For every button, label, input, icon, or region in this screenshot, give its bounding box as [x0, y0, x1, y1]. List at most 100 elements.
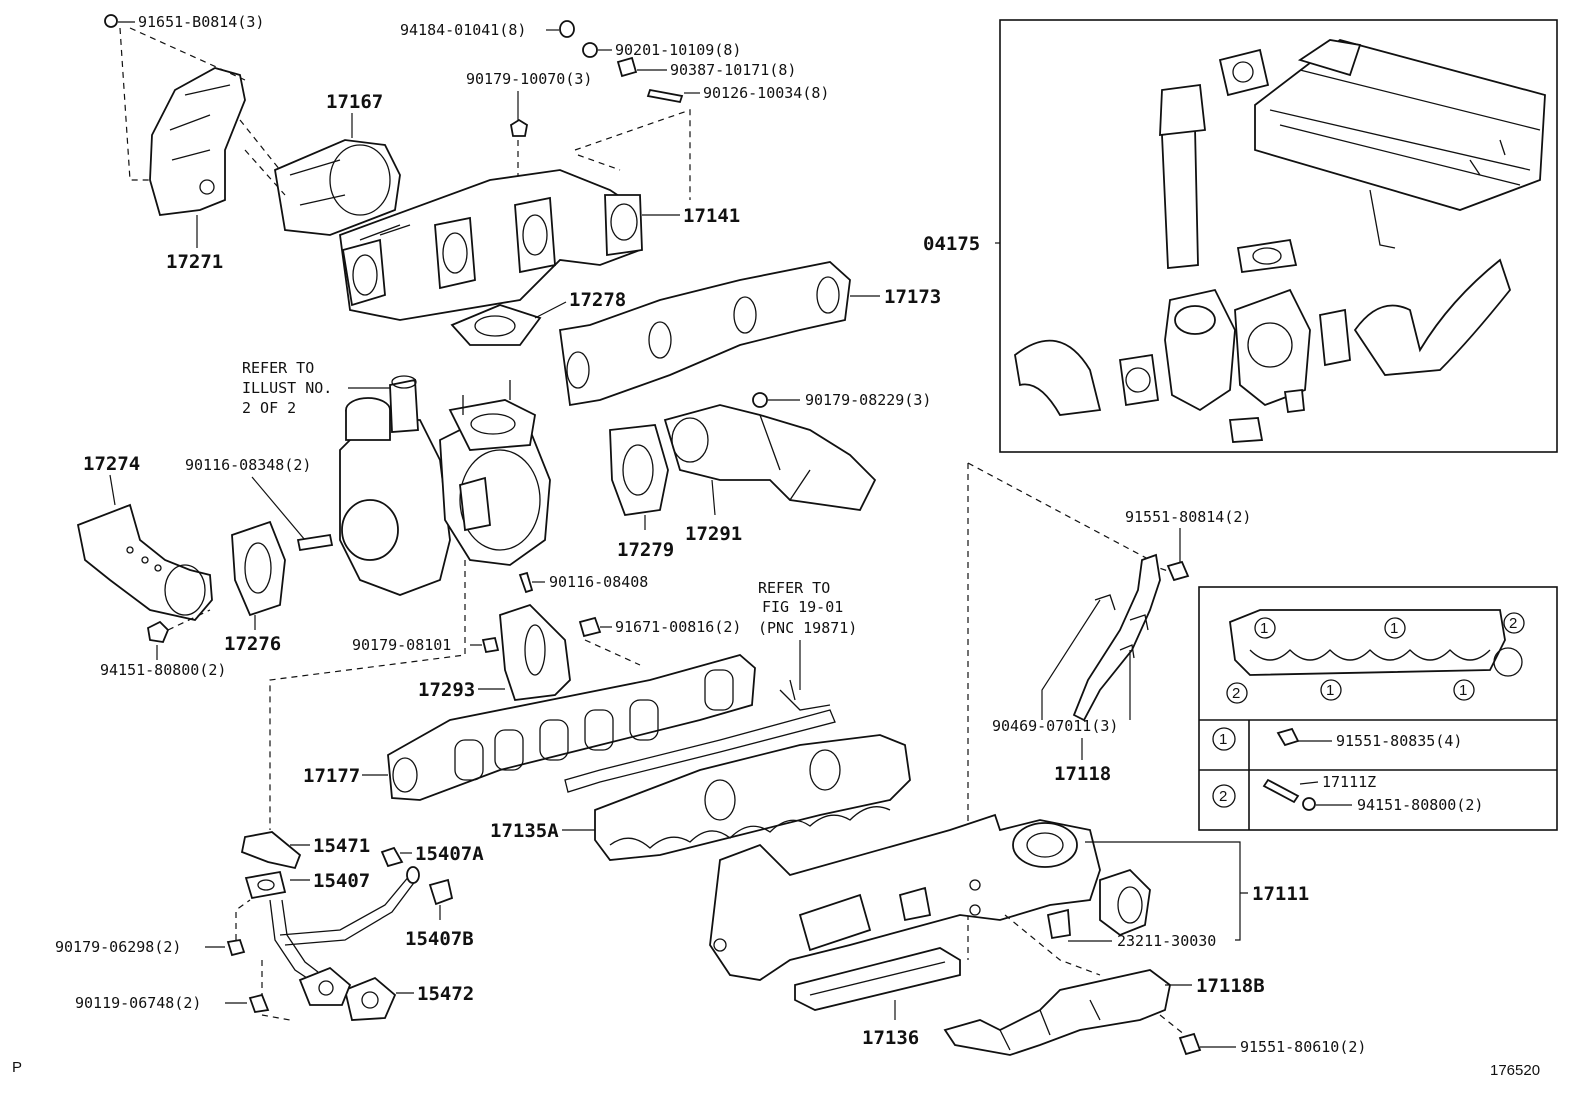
label-15471: 15471 [313, 835, 370, 857]
pipe-15407 [244, 866, 420, 981]
label-15407B: 15407B [405, 928, 474, 950]
label-17276: 17276 [224, 633, 281, 655]
legend-row2-key: 2 [1219, 788, 1227, 805]
label-90116-08348: 90116-08348(2) [185, 456, 311, 474]
label-90179-08229: 90179-08229(3) [805, 391, 931, 409]
label-90179-06298: 90179-06298(2) [55, 938, 181, 956]
label-17173: 17173 [884, 286, 941, 308]
nut-90179-10070-icon [510, 118, 528, 137]
label-17293: 17293 [418, 679, 475, 701]
note-refer-illust-line3: 2 OF 2 [242, 399, 296, 417]
assembly-inset-box [999, 19, 1558, 453]
gasket-15472 [343, 976, 397, 1021]
nut-90179-06298-icon [226, 938, 246, 957]
label-17271: 17271 [166, 251, 223, 273]
exhaust-manifold-17141 [339, 169, 643, 321]
legend-row2-part-b: 94151-80800(2) [1357, 796, 1483, 814]
label-15407: 15407 [313, 870, 370, 892]
bolt-91651-icon [104, 14, 118, 28]
plug-15407B-icon [428, 878, 454, 906]
nut-90179-08101-icon [481, 636, 500, 654]
nut-94151-icon [147, 620, 170, 643]
nut-90387-icon [616, 56, 638, 78]
gasket-17278 [450, 304, 542, 346]
sensor-23211-icon [1046, 908, 1071, 940]
label-17279: 17279 [617, 539, 674, 561]
legend-row2-part-a: 17111Z [1322, 773, 1376, 791]
note-refer-fig-line1: REFER TO [758, 579, 830, 597]
legend-callout-1d: 1 [1459, 682, 1467, 699]
note-refer-fig-line2: FIG 19-01 [762, 598, 843, 616]
label-17136: 17136 [862, 1027, 919, 1049]
gasket-17279 [609, 424, 669, 516]
nut-94184-icon [559, 20, 575, 38]
heat-insulator-17167 [273, 139, 401, 236]
legend-callout-1b: 1 [1390, 620, 1398, 637]
plate-15471 [240, 831, 302, 870]
label-91551-80814: 91551-80814(2) [1125, 508, 1251, 526]
label-90469-07011: 90469-07011(3) [992, 717, 1118, 735]
label-23211-30030: 23211-30030 [1117, 932, 1216, 950]
bolt-91551-80814-icon [1166, 560, 1190, 582]
label-90126-10034: 90126-10034(8) [703, 84, 829, 102]
label-15472: 15472 [417, 983, 474, 1005]
note-refer-illust-line2: ILLUST NO. [242, 379, 332, 397]
nut-90179-08229-icon [752, 392, 768, 408]
heat-insulator-17271 [149, 67, 246, 216]
bolt-91551-80610-icon [1178, 1032, 1202, 1056]
label-17167: 17167 [326, 91, 383, 113]
legend-callout-2a: 2 [1509, 615, 1517, 632]
label-17278: 17278 [569, 289, 626, 311]
bolt-91671-icon [578, 616, 602, 638]
label-17135A: 17135A [490, 820, 559, 842]
label-94151-80800-a: 94151-80800(2) [100, 661, 226, 679]
intake-gasket-17177 [387, 654, 756, 801]
stud-90126-icon [646, 88, 684, 104]
bolt-15407A-icon [380, 846, 404, 868]
label-90387-10171: 90387-10171(8) [670, 61, 796, 79]
note-refer-fig-line3: (PNC 19871) [758, 619, 857, 637]
insulator-17118B [943, 969, 1171, 1056]
figure-number: 176520 [1490, 1062, 1540, 1079]
egr-cooler-17111 [709, 813, 1151, 981]
label-04175: 04175 [923, 233, 980, 255]
label-90179-10070: 90179-10070(3) [466, 70, 592, 88]
label-90116-08408: 90116-08408 [549, 573, 648, 591]
legend-row1-key: 1 [1219, 731, 1227, 748]
label-17141: 17141 [683, 205, 740, 227]
legend-callout-1c: 1 [1326, 682, 1334, 699]
label-91651-B0814: 91651-B0814(3) [138, 13, 264, 31]
washer-90201-icon [582, 42, 598, 58]
legend-callout-1a: 1 [1260, 620, 1268, 637]
stud-90116-08348-icon [296, 533, 334, 552]
turbocharger [339, 375, 551, 596]
label-17118B: 17118B [1196, 975, 1265, 997]
label-17291: 17291 [685, 523, 742, 545]
label-91671-00816: 91671-00816(2) [615, 618, 741, 636]
turbo-assembly-illustration [1014, 39, 1546, 443]
page-marker-p: P [12, 1059, 22, 1076]
label-90179-08101: 90179-08101 [352, 636, 451, 654]
label-17118: 17118 [1054, 763, 1111, 785]
bracket-17293 [499, 603, 571, 701]
label-90201-10109: 90201-10109(8) [615, 41, 741, 59]
intake-hose-17274 [76, 503, 213, 621]
legend-row1-part: 91551-80835(4) [1336, 732, 1462, 750]
bolt-90119-icon [248, 993, 270, 1014]
label-90119-06748: 90119-06748(2) [75, 994, 201, 1012]
label-17177: 17177 [303, 765, 360, 787]
gasket-17276 [231, 520, 286, 617]
label-15407A: 15407A [415, 843, 484, 865]
label-17274: 17274 [83, 453, 140, 475]
exhaust-pipe-17291 [663, 404, 877, 511]
label-17111: 17111 [1252, 883, 1309, 905]
manifold-gasket-17173 [558, 261, 851, 407]
bracket-17118 [1072, 553, 1161, 722]
intake-manifold-17135A [594, 734, 911, 861]
pipe-flange-15407 [298, 966, 352, 1006]
legend-callout-2b: 2 [1232, 685, 1240, 702]
bolt-legend: 1 1 2 2 1 1 1 91551-80835(4) 2 17111Z 94… [1198, 586, 1558, 831]
stud-90116-08408-icon [518, 571, 534, 594]
note-refer-illust-line1: REFER TO [242, 359, 314, 377]
